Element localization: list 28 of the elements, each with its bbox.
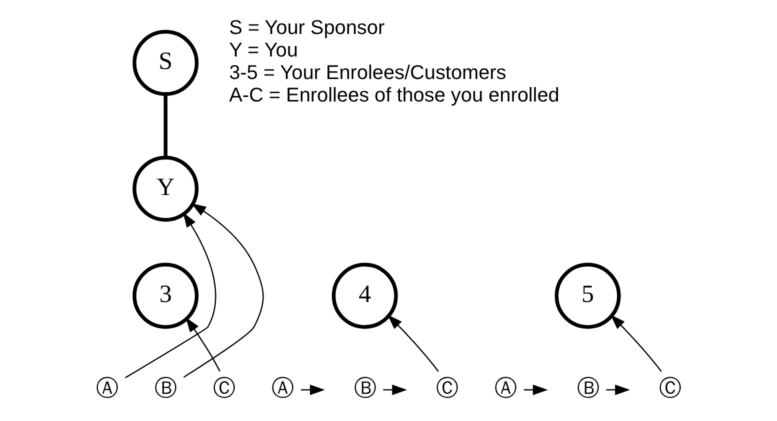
arrow [610, 314, 662, 372]
arrow [186, 317, 220, 372]
node-circle: S [132, 30, 199, 96]
arrow [383, 384, 408, 396]
label: S = Your Sponsor [229, 17, 385, 40]
arrow [183, 203, 264, 378]
node-text: Ⓒ [213, 375, 236, 402]
node-text: Ⓑ [354, 375, 376, 402]
label: Y = You [229, 39, 298, 62]
node-text: Ⓐ [272, 375, 294, 402]
node-circle: 3 [132, 262, 199, 329]
arrow [524, 384, 548, 396]
node-circle: 5 [554, 262, 621, 329]
node-text: Ⓒ [436, 375, 458, 402]
node-circle: 4 [332, 262, 398, 329]
arrow [388, 314, 439, 372]
arrow [606, 384, 630, 396]
connector [164, 94, 168, 158]
node-text: Ⓐ [494, 375, 517, 402]
node-text: Ⓑ [576, 375, 599, 402]
node-text: Ⓐ [96, 375, 118, 402]
node-circle: Y [132, 156, 199, 222]
label: A-C = Enrollees of those you enrolled [229, 84, 560, 106]
node-text: Ⓑ [154, 375, 177, 402]
label: 3-5 = Your Enrolees/Customers [229, 62, 506, 84]
arrow [124, 212, 216, 378]
arrow [300, 384, 325, 396]
node-text: Ⓒ [658, 375, 681, 402]
